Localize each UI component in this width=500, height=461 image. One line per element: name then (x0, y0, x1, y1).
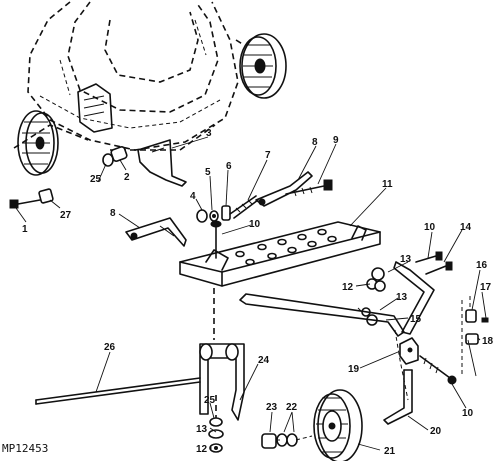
callout-7: 7 (265, 150, 271, 161)
callout-14: 14 (460, 222, 472, 233)
height-adjust-bracket (77, 83, 113, 133)
bolt-10-lower (419, 355, 457, 385)
callout-13-middle: 13 (396, 292, 408, 303)
bushing-23 (261, 433, 277, 449)
callout-10-lower: 10 (462, 408, 474, 419)
bolt-14 (425, 261, 453, 275)
washer-group-right (361, 267, 386, 326)
bolt-1 (9, 199, 41, 209)
callout-4: 4 (190, 191, 196, 202)
callout-21: 21 (384, 446, 396, 457)
bolt-10-right (415, 251, 443, 263)
bushing-16 (465, 296, 477, 323)
callout-13-upper: 13 (400, 254, 412, 265)
axle-support (199, 343, 245, 421)
callout-20: 20 (430, 426, 442, 437)
callout-23: 23 (266, 402, 278, 413)
callout-10-center: 10 (249, 219, 261, 230)
callout-22: 22 (286, 402, 298, 413)
callout-26: 26 (104, 342, 116, 353)
wheel-bracket (137, 139, 187, 187)
height-lever-left (125, 217, 187, 247)
callout-17: 17 (480, 282, 492, 293)
front-wheel (313, 389, 363, 461)
callout-5: 5 (205, 167, 211, 178)
callout-labels: 1 2 3 4 5 6 7 8 8 9 10 10 10 11 12 12 13… (22, 128, 494, 457)
callout-13-lower: 13 (196, 424, 208, 435)
leader-lines (15, 136, 487, 451)
bushing-18 (465, 333, 479, 345)
callout-2: 2 (124, 172, 130, 183)
callout-11: 11 (382, 179, 393, 190)
washer-13-lower (208, 429, 224, 439)
guide-line-wheel (276, 435, 313, 441)
callout-3: 3 (206, 128, 212, 139)
guide-line-axle (394, 329, 409, 401)
callout-1: 1 (22, 224, 28, 235)
callout-25-lower: 25 (204, 395, 216, 406)
axle-rod (383, 369, 413, 425)
axle-plate (179, 221, 381, 287)
rear-left-wheel (17, 110, 59, 176)
callout-16: 16 (476, 260, 488, 271)
bolt-9 (285, 179, 333, 197)
callout-8-left: 8 (110, 208, 116, 219)
callout-6: 6 (226, 161, 232, 172)
spring-7 (229, 195, 259, 219)
nut-12-lower (209, 443, 223, 453)
pin-17 (481, 317, 489, 323)
callout-25-upper: 25 (90, 174, 102, 185)
callout-12-right: 12 (342, 282, 354, 293)
axle-arm (239, 261, 435, 337)
callout-15: 15 (410, 314, 422, 325)
axle-bushing (102, 146, 128, 167)
callout-19: 19 (348, 364, 360, 375)
callout-12-lower: 12 (196, 444, 208, 455)
washer-4 (196, 209, 208, 223)
callout-27: 27 (60, 210, 72, 221)
figure-code: MP12453 (2, 442, 48, 455)
height-lever-right (255, 171, 313, 207)
spacer-27 (38, 188, 54, 204)
callout-18: 18 (482, 336, 494, 347)
rear-right-wheel (235, 33, 287, 99)
callout-8-right: 8 (312, 137, 318, 148)
callout-10-right: 10 (424, 222, 436, 233)
axle-clamp (399, 337, 419, 365)
pin-6 (221, 205, 231, 221)
mower-body-outline (13, 1, 239, 151)
callout-24: 24 (258, 355, 270, 366)
callout-9: 9 (333, 135, 339, 146)
nut-5 (209, 210, 219, 222)
rear-axle-rod-26 (35, 377, 201, 405)
washer-25-lower (209, 417, 223, 427)
